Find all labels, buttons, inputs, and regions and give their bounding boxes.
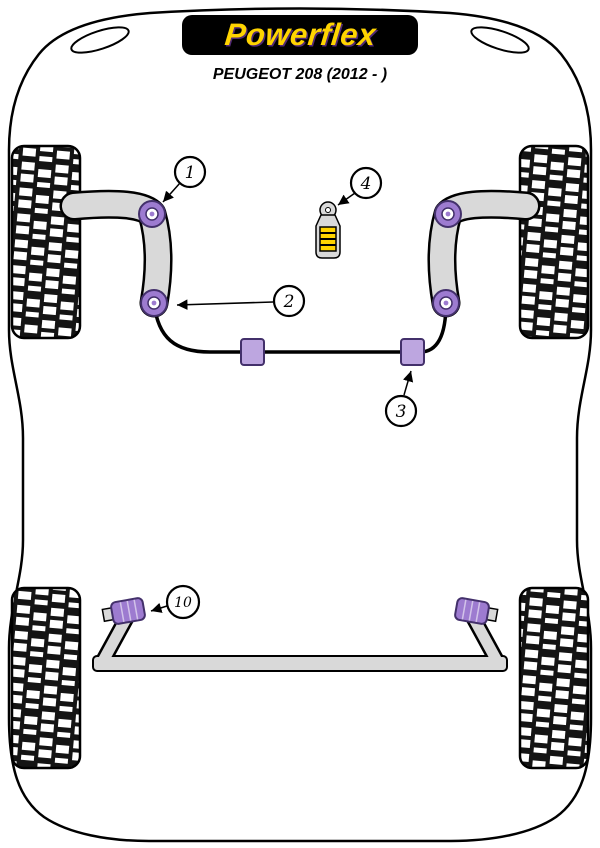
rear-beam-axle (92, 609, 508, 672)
front-anti-roll-bar (152, 302, 448, 354)
anti-roll-bar-bush-left (240, 338, 265, 366)
callout-part-3[interactable]: 3 (384, 370, 418, 428)
callout-part-10[interactable]: 10 (150, 584, 201, 620)
rear-beam-mount-bush-left (101, 597, 146, 625)
car-body-outline (7, 7, 593, 843)
front-left-tire (10, 144, 82, 340)
callout-part-1[interactable]: 1 (162, 155, 207, 203)
callout-number-3: 3 (396, 402, 407, 422)
callout-number-4: 4 (360, 174, 372, 194)
engine-mount (315, 201, 341, 259)
powerflex-logo: Powerflex (182, 15, 418, 55)
page-title: PEUGEOT 208 (2012 - ) (212, 66, 388, 83)
front-left-wishbone-front-bush (138, 200, 166, 228)
hood-seam-left (70, 26, 130, 54)
callout-number-10: 10 (174, 595, 192, 611)
rear-left-tire (10, 586, 82, 770)
front-right-wishbone-front-bush (434, 200, 462, 228)
anti-roll-bar-bush-right (400, 338, 425, 366)
callout-part-2[interactable]: 2 (176, 284, 306, 318)
front-right-tire (518, 144, 590, 340)
callout-number-2: 2 (283, 292, 295, 312)
powerflex-logo-text: Powerflex (222, 17, 378, 52)
rear-right-tire (518, 586, 590, 770)
front-left-wishbone-rear-bush (140, 289, 168, 317)
front-right-wishbone-rear-bush (432, 289, 460, 317)
callout-part-4[interactable]: 4 (337, 166, 383, 206)
hood-seam-right (470, 26, 530, 54)
rear-beam-mount-bush-right (454, 597, 499, 625)
callout-number-1: 1 (185, 163, 196, 183)
